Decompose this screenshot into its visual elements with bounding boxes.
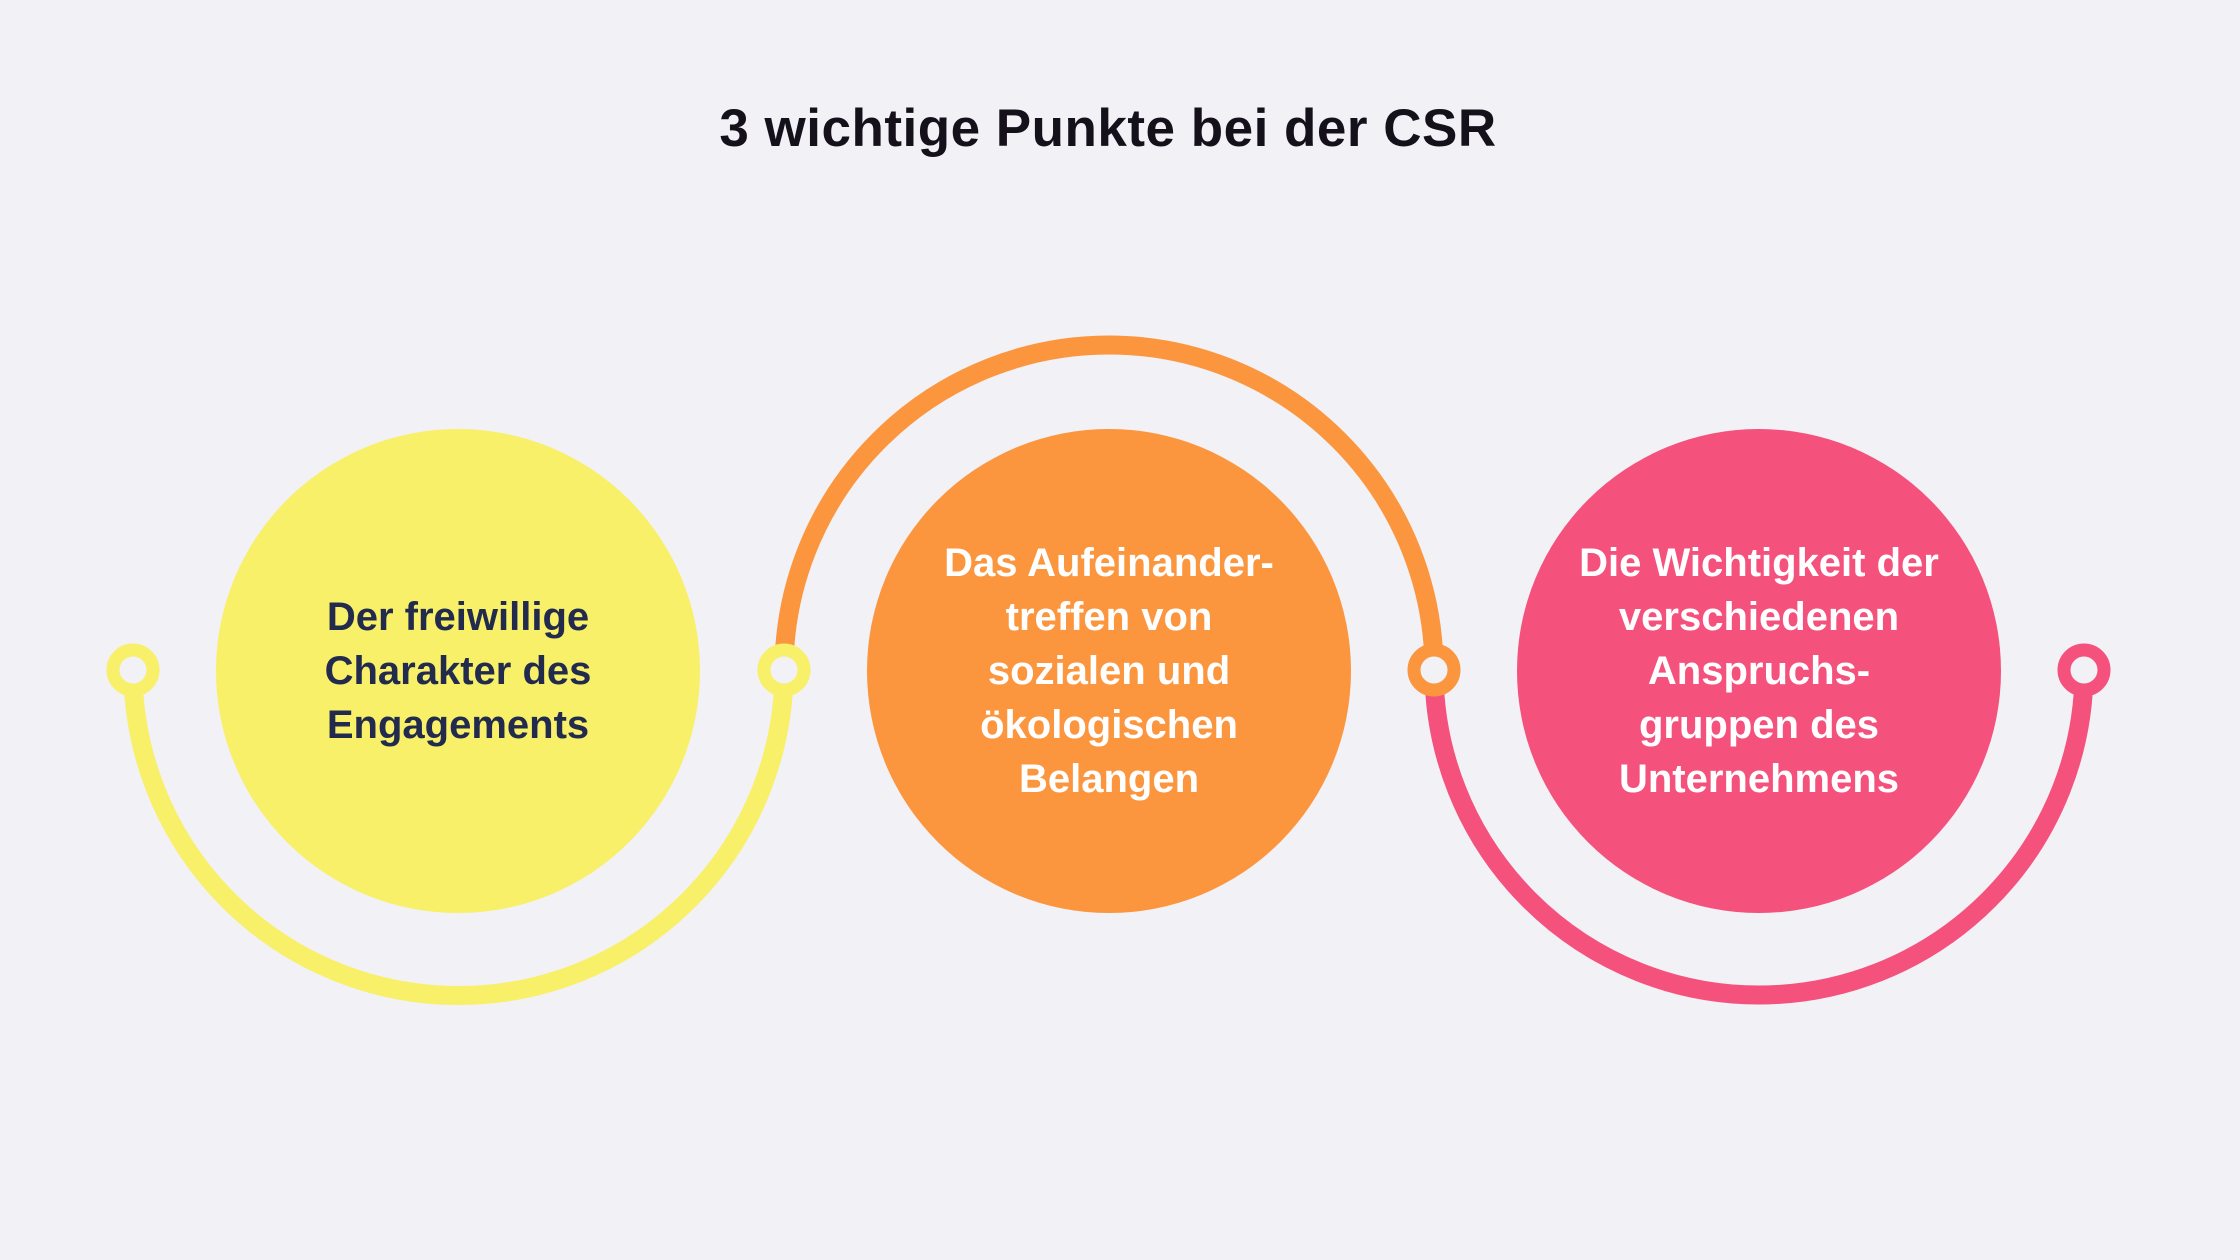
circle-anspruchsgruppen: Die Wichtigkeit der verschiedenen Anspru… (1517, 429, 2001, 913)
yellow-orange-junction-node-icon (757, 643, 811, 697)
circle-soziale-oekologische-belange: Das Aufeinander- treffen von sozialen un… (867, 429, 1351, 913)
pink-end-node-icon (2057, 643, 2111, 697)
pink-arc (1424, 669, 2094, 1005)
yellow-start-node-icon (106, 643, 160, 697)
circle-soziale-oekologische-belange-label: Das Aufeinander- treffen von sozialen un… (944, 541, 1274, 801)
yellow-arc (123, 669, 794, 1005)
orange-arc (774, 335, 1444, 671)
circle-anspruchsgruppen-label: Die Wichtigkeit der verschiedenen Anspru… (1579, 541, 1939, 801)
orange-pink-junction-node-icon (1407, 643, 1461, 697)
page-title: 3 wichtige Punkte bei der CSR (719, 99, 1497, 158)
circle-freiwilliger-charakter: Der freiwillige Charakter des Engagement… (216, 429, 700, 913)
circle-freiwilliger-charakter-label: Der freiwillige Charakter des Engagement… (324, 595, 592, 747)
